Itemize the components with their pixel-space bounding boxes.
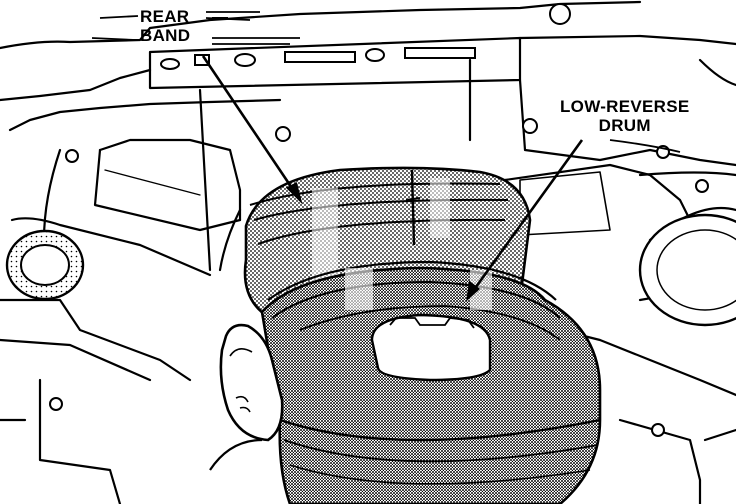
low-reverse-drum-label-line2: DRUM [598, 116, 651, 135]
rear-band-label-line1: REAR [140, 7, 190, 26]
low-reverse-drum [260, 260, 602, 504]
rear-band-label-line2: BAND [140, 26, 191, 45]
low-reverse-drum-label: LOW-REVERSE DRUM [560, 97, 690, 135]
label-rules [91, 11, 681, 153]
thumb [209, 323, 284, 471]
leader-low-reverse-drum [466, 139, 584, 302]
case-boss-left [5, 229, 85, 301]
rear-band-label: REAR BAND [140, 7, 190, 45]
leader-rear-band [201, 17, 303, 205]
low-reverse-drum-label-line1: LOW-REVERSE [560, 97, 690, 116]
case-bore-right [638, 213, 736, 327]
